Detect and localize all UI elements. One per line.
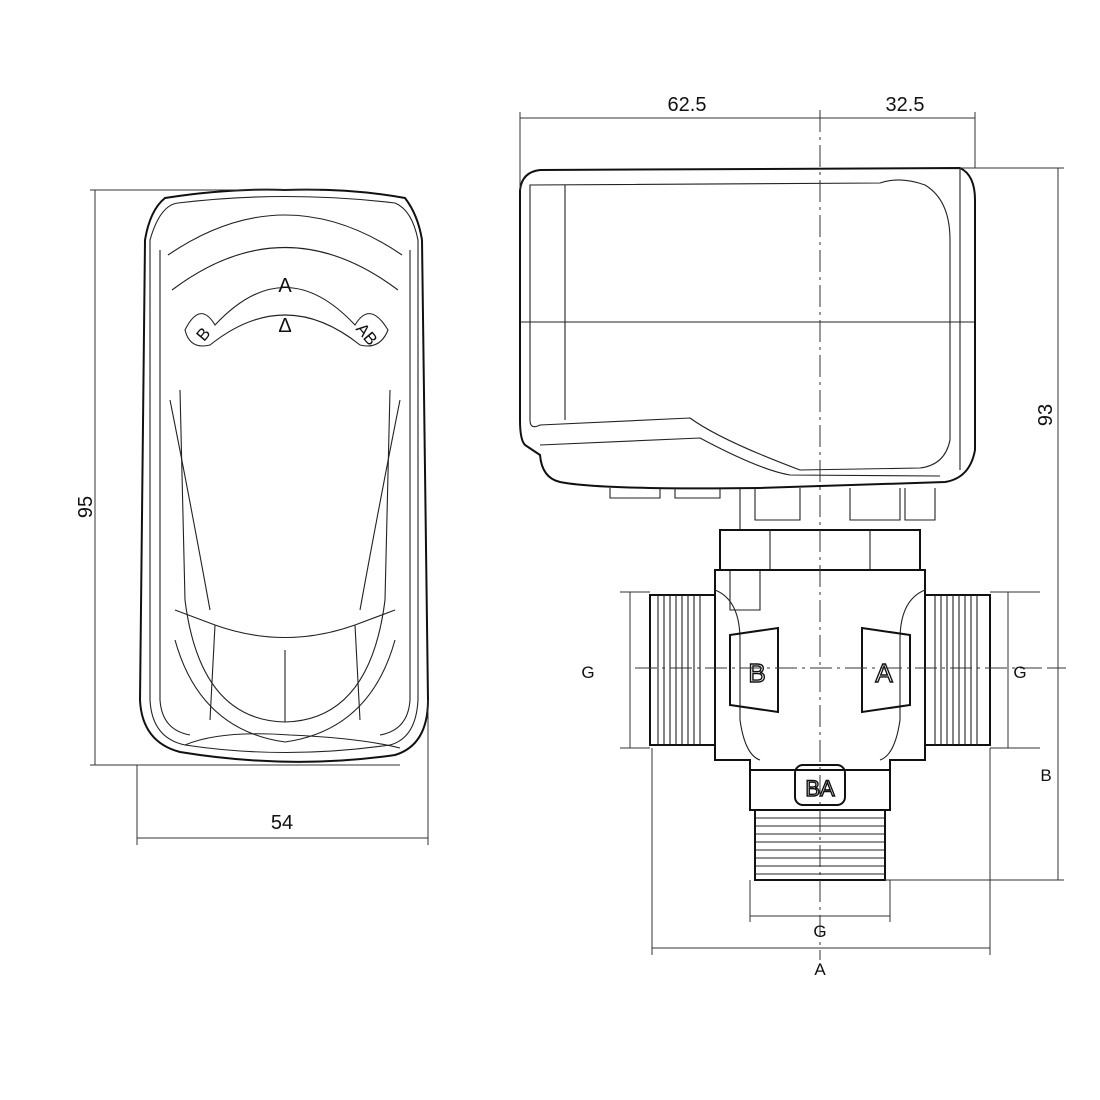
dim-g-right: G xyxy=(1013,663,1026,682)
side-view: B A BA 62.5 32.5 93 G G G A B xyxy=(519,94,1066,979)
actuator-side-outline xyxy=(519,166,976,490)
port-mark-b: B xyxy=(748,658,765,688)
dial-mark-a: A xyxy=(278,275,292,297)
dim-g-bottom: G xyxy=(813,922,826,941)
width-dim-54: 54 xyxy=(271,812,293,834)
right-thread xyxy=(924,594,991,746)
dim-32-5: 32.5 xyxy=(886,94,925,116)
port-mark-a: A xyxy=(875,658,893,688)
dial-mark-b: B xyxy=(192,324,214,345)
left-thread xyxy=(649,594,716,746)
dim-b: B xyxy=(1040,766,1051,785)
front-view: A Δ B AB 95 54 xyxy=(75,188,430,845)
dim-93: 93 xyxy=(1035,404,1057,426)
dim-g-left: G xyxy=(581,663,594,682)
dial-pointer: Δ xyxy=(278,315,291,337)
dim-62-5: 62.5 xyxy=(668,94,707,116)
height-dim-95: 95 xyxy=(75,496,97,518)
dial-mark-ab: AB xyxy=(352,320,381,350)
dim-a: A xyxy=(814,960,826,979)
